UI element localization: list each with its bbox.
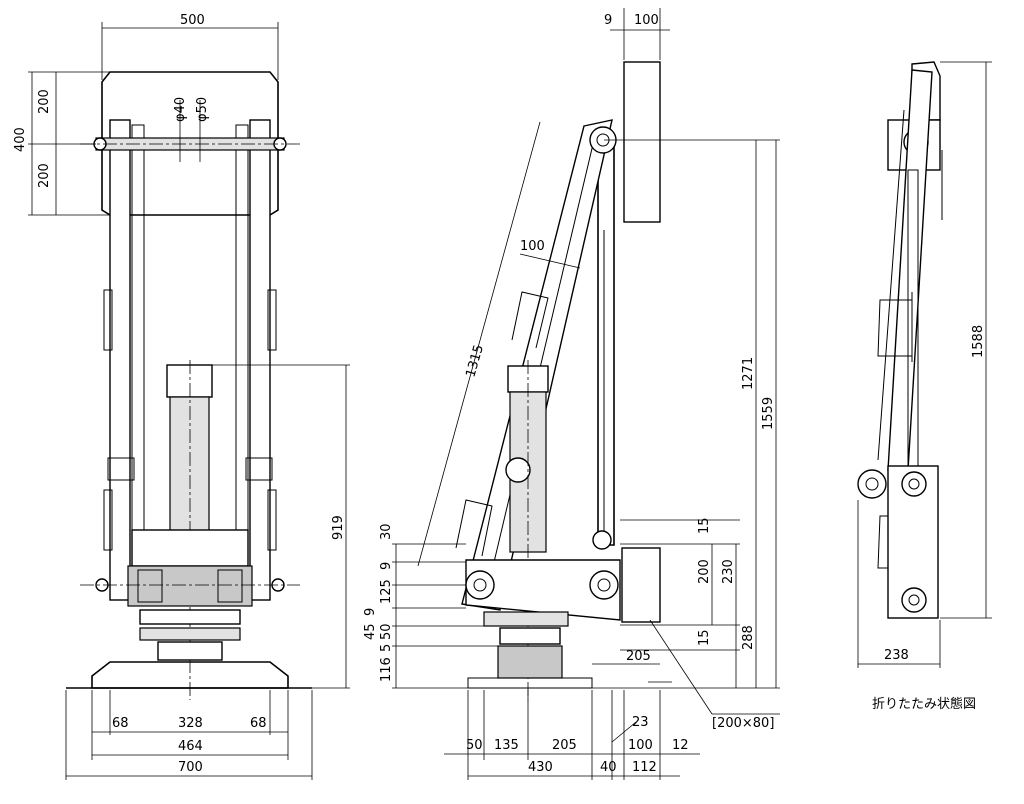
dim-b-40: 40 xyxy=(600,760,617,775)
dim-folded-width: 238 xyxy=(884,648,909,663)
dim-b-205: 205 xyxy=(552,738,577,753)
dim-b-112: 112 xyxy=(632,760,657,775)
dim-left-9b: 9 xyxy=(363,608,378,616)
dim-left-30: 30 xyxy=(379,523,394,540)
dim-section: [200×80] xyxy=(712,716,774,731)
dim-r-200: 200 xyxy=(697,559,712,584)
dim-folded-height: 1588 xyxy=(971,325,986,358)
dim-dia-boss: φ50 xyxy=(195,97,210,122)
dim-r-288: 288 xyxy=(741,625,756,650)
dim-height-cyl: 919 xyxy=(331,515,346,540)
dim-arm-length: 1315 xyxy=(463,343,487,379)
dim-23: 23 xyxy=(632,715,649,730)
dim-arm-width: 100 xyxy=(520,239,545,254)
dim-base-inner: 464 xyxy=(178,739,203,754)
dim-base-mid: 328 xyxy=(178,716,203,731)
dim-base-total: 700 xyxy=(178,760,203,775)
dim-base-left: 68 xyxy=(112,716,129,731)
dim-left-45: 45 xyxy=(363,623,378,640)
dim-top-width: 100 xyxy=(634,13,659,28)
dim-b-12: 12 xyxy=(672,738,689,753)
front-view xyxy=(28,22,350,780)
side-view-labels: 9 100 1315 100 1271 1559 30 9 125 9 45 5… xyxy=(363,13,776,775)
dim-left-125: 125 xyxy=(379,579,394,604)
caption-folded-state: 折りたたみ状態図 xyxy=(872,696,976,712)
dim-base-right: 68 xyxy=(250,716,267,731)
dim-dia-pin: φ40 xyxy=(173,97,188,122)
dim-205a: 205 xyxy=(626,649,651,664)
dim-left-5: 5 xyxy=(379,644,394,652)
dim-b-100: 100 xyxy=(628,738,653,753)
dim-b-135: 135 xyxy=(494,738,519,753)
folded-view xyxy=(857,61,992,668)
folded-view-labels: 1588 238 折りたたみ状態図 xyxy=(872,325,986,712)
dim-b-50: 50 xyxy=(466,738,483,753)
dim-left-9a: 9 xyxy=(379,562,394,570)
dim-r-15b: 15 xyxy=(697,629,712,646)
dim-width-top: 500 xyxy=(180,13,205,28)
dim-height-total: 400 xyxy=(13,127,28,152)
dim-h-1559: 1559 xyxy=(761,397,776,430)
dim-left-50: 50 xyxy=(379,623,394,640)
dim-h-1271: 1271 xyxy=(741,357,756,390)
side-view xyxy=(392,8,780,780)
dim-height-upper: 200 xyxy=(37,89,52,114)
dim-b-430: 430 xyxy=(528,760,553,775)
dim-r-15a: 15 xyxy=(697,517,712,534)
dim-height-lower: 200 xyxy=(37,163,52,188)
dim-left-116: 116 xyxy=(379,657,394,682)
dim-r-230: 230 xyxy=(721,559,736,584)
dim-top-gap: 9 xyxy=(604,13,612,28)
front-view-labels: 500 200 400 200 φ40 φ50 919 68 328 68 46… xyxy=(13,13,346,775)
